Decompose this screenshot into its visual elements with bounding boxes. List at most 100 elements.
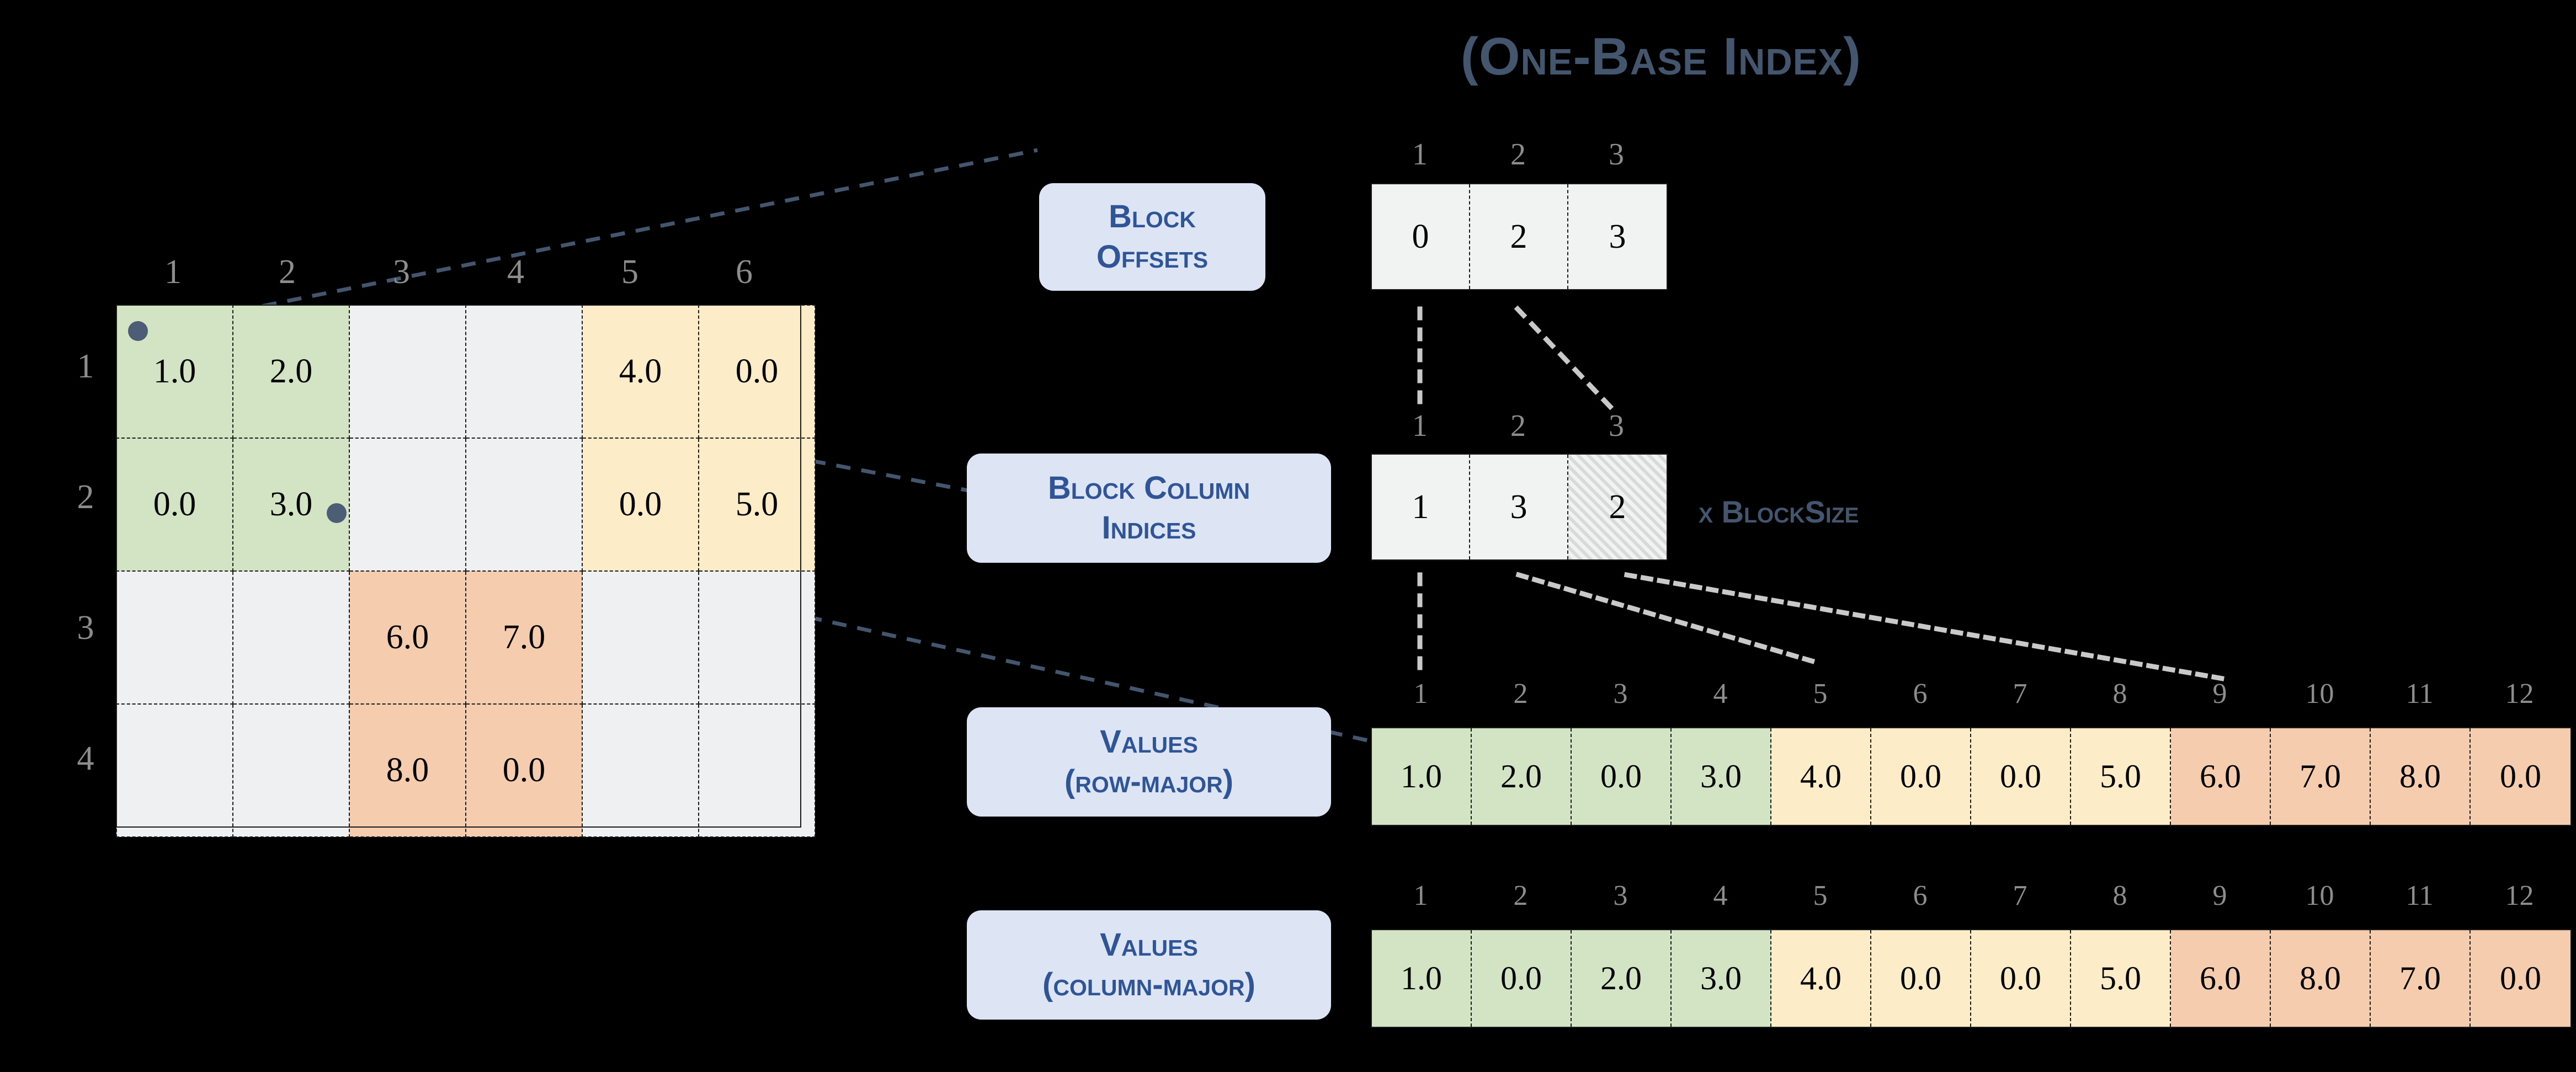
value-row-major-index-label: 5 [1813,678,1828,710]
block-column-index-cell: 1 [1372,455,1470,559]
matrix-column-header: 4 [507,253,524,291]
value-row-major-cell: 0.0 [1971,728,2071,825]
matrix-cell [698,703,816,838]
value-row-major-cell: 1.0 [1372,728,1472,825]
value-row-major-cell: 4.0 [1771,728,1871,825]
matrix-row-header: 1 [77,347,94,385]
value-row-major-cell: 6.0 [2171,728,2271,825]
value-column-major-index-label: 2 [1513,880,1528,911]
label-line: Indices [1101,510,1196,546]
matrix-cell [582,570,699,705]
value-column-major-cell: 6.0 [2171,930,2271,1027]
value-column-major-cell: 0.0 [1871,930,1971,1027]
label-line: (column-major) [1042,967,1255,1002]
value-row-major-index-label: 12 [2505,678,2534,710]
matrix-cell [465,438,583,572]
value-column-major-index-label: 11 [2405,880,2434,911]
matrix-cell: 0.0 [582,438,699,572]
value-row-major-cell: 0.0 [1572,728,1672,825]
block-column-index-index-label: 3 [1609,409,1624,443]
block-column-index-cell: 3 [1470,455,1568,559]
value-column-major-cell: 5.0 [2071,930,2171,1027]
value-column-major-cell: 3.0 [1672,930,1771,1027]
value-column-major-cell: 2.0 [1572,930,1672,1027]
value-column-major-index-label: 4 [1713,880,1728,911]
matrix-cell: 7.0 [465,570,583,705]
matrix-cell: 0.0 [698,305,816,439]
value-row-major-index-label: 7 [2013,678,2027,710]
value-column-major-cell: 0.0 [2471,930,2570,1027]
value-row-major-cell: 0.0 [1871,728,1971,825]
value-row-major-index-label: 3 [1613,678,1628,710]
block-column-index-index-label: 2 [1510,409,1526,443]
matrix-cell [582,703,699,838]
label-line: Values [1100,926,1198,963]
matrix-cell [232,703,350,838]
matrix-cell: 4.0 [582,305,699,439]
matrix-cell [349,305,466,439]
value-column-major-cell: 4.0 [1771,930,1871,1027]
label-block-offsets: Block Offsets [1039,183,1265,291]
matrix-cell: 0.0 [465,703,583,838]
value-column-major-index-label: 12 [2505,880,2534,911]
value-column-major-index-label: 6 [1913,880,1928,911]
value-column-major-index-label: 9 [2212,880,2227,911]
matrix-column-header: 5 [621,253,638,291]
matrix-row-header: 2 [77,478,94,516]
matrix-cell: 0.0 [116,438,233,572]
matrix-row-header: 3 [77,609,94,647]
matrix-cell: 5.0 [698,438,816,572]
matrix-row-header: 4 [77,739,94,777]
value-row-major-index-label: 2 [1513,678,1528,710]
matrix-cell [232,570,350,705]
value-row-major-index-label: 9 [2212,678,2227,710]
matrix-cell [465,305,583,439]
value-column-major-cell: 8.0 [2271,930,2371,1027]
value-row-major-cell: 7.0 [2271,728,2371,825]
label-line: Offsets [1096,238,1209,275]
matrix-column-header: 2 [279,253,296,291]
matrix-column-header: 1 [164,253,182,291]
value-row-major-cell: 0.0 [2471,728,2570,825]
matrix-cell: 8.0 [349,703,466,838]
page-title: (One-Base Index) [1460,27,1862,86]
wire-offset2-to-index3 [1514,305,1621,418]
matrix-cell: 2.0 [232,305,350,439]
matrix-column-header: 6 [736,253,753,291]
block-offset-index-label: 1 [1412,137,1428,172]
block-offset-index-label: 2 [1510,137,1526,172]
label-values-column-major: Values (column-major) [967,910,1331,1020]
matrix-cell [349,438,466,572]
value-column-major-index-label: 10 [2305,880,2334,911]
wire-matrix-to-block-offsets [137,148,1038,333]
matrix-cell [698,570,816,705]
matrix-anchor-dot-topleft [128,321,148,341]
matrix-cell [116,570,233,705]
block-column-index-cell: 2 [1568,455,1667,559]
block-offset-cell: 2 [1470,184,1568,289]
block-offset-cell: 3 [1568,184,1667,289]
value-row-major-cell: 8.0 [2371,728,2471,825]
value-row-major-cell: 5.0 [2071,728,2171,825]
value-row-major-index-label: 8 [2112,678,2127,710]
wire-index2-to-value5 [1515,572,1819,665]
block-offset-index-label: 3 [1609,137,1624,172]
value-column-major-index-label: 5 [1813,880,1828,911]
blocksize-multiplier-label: x BlockSize [1699,494,1859,529]
value-row-major-index-label: 11 [2405,678,2434,710]
label-line: (row-major) [1064,764,1234,799]
matrix-anchor-dot-row2col2 [327,503,347,523]
value-column-major-index-label: 3 [1613,880,1628,911]
matrix-column-header: 3 [393,253,410,291]
block-offset-cell: 0 [1372,184,1470,289]
